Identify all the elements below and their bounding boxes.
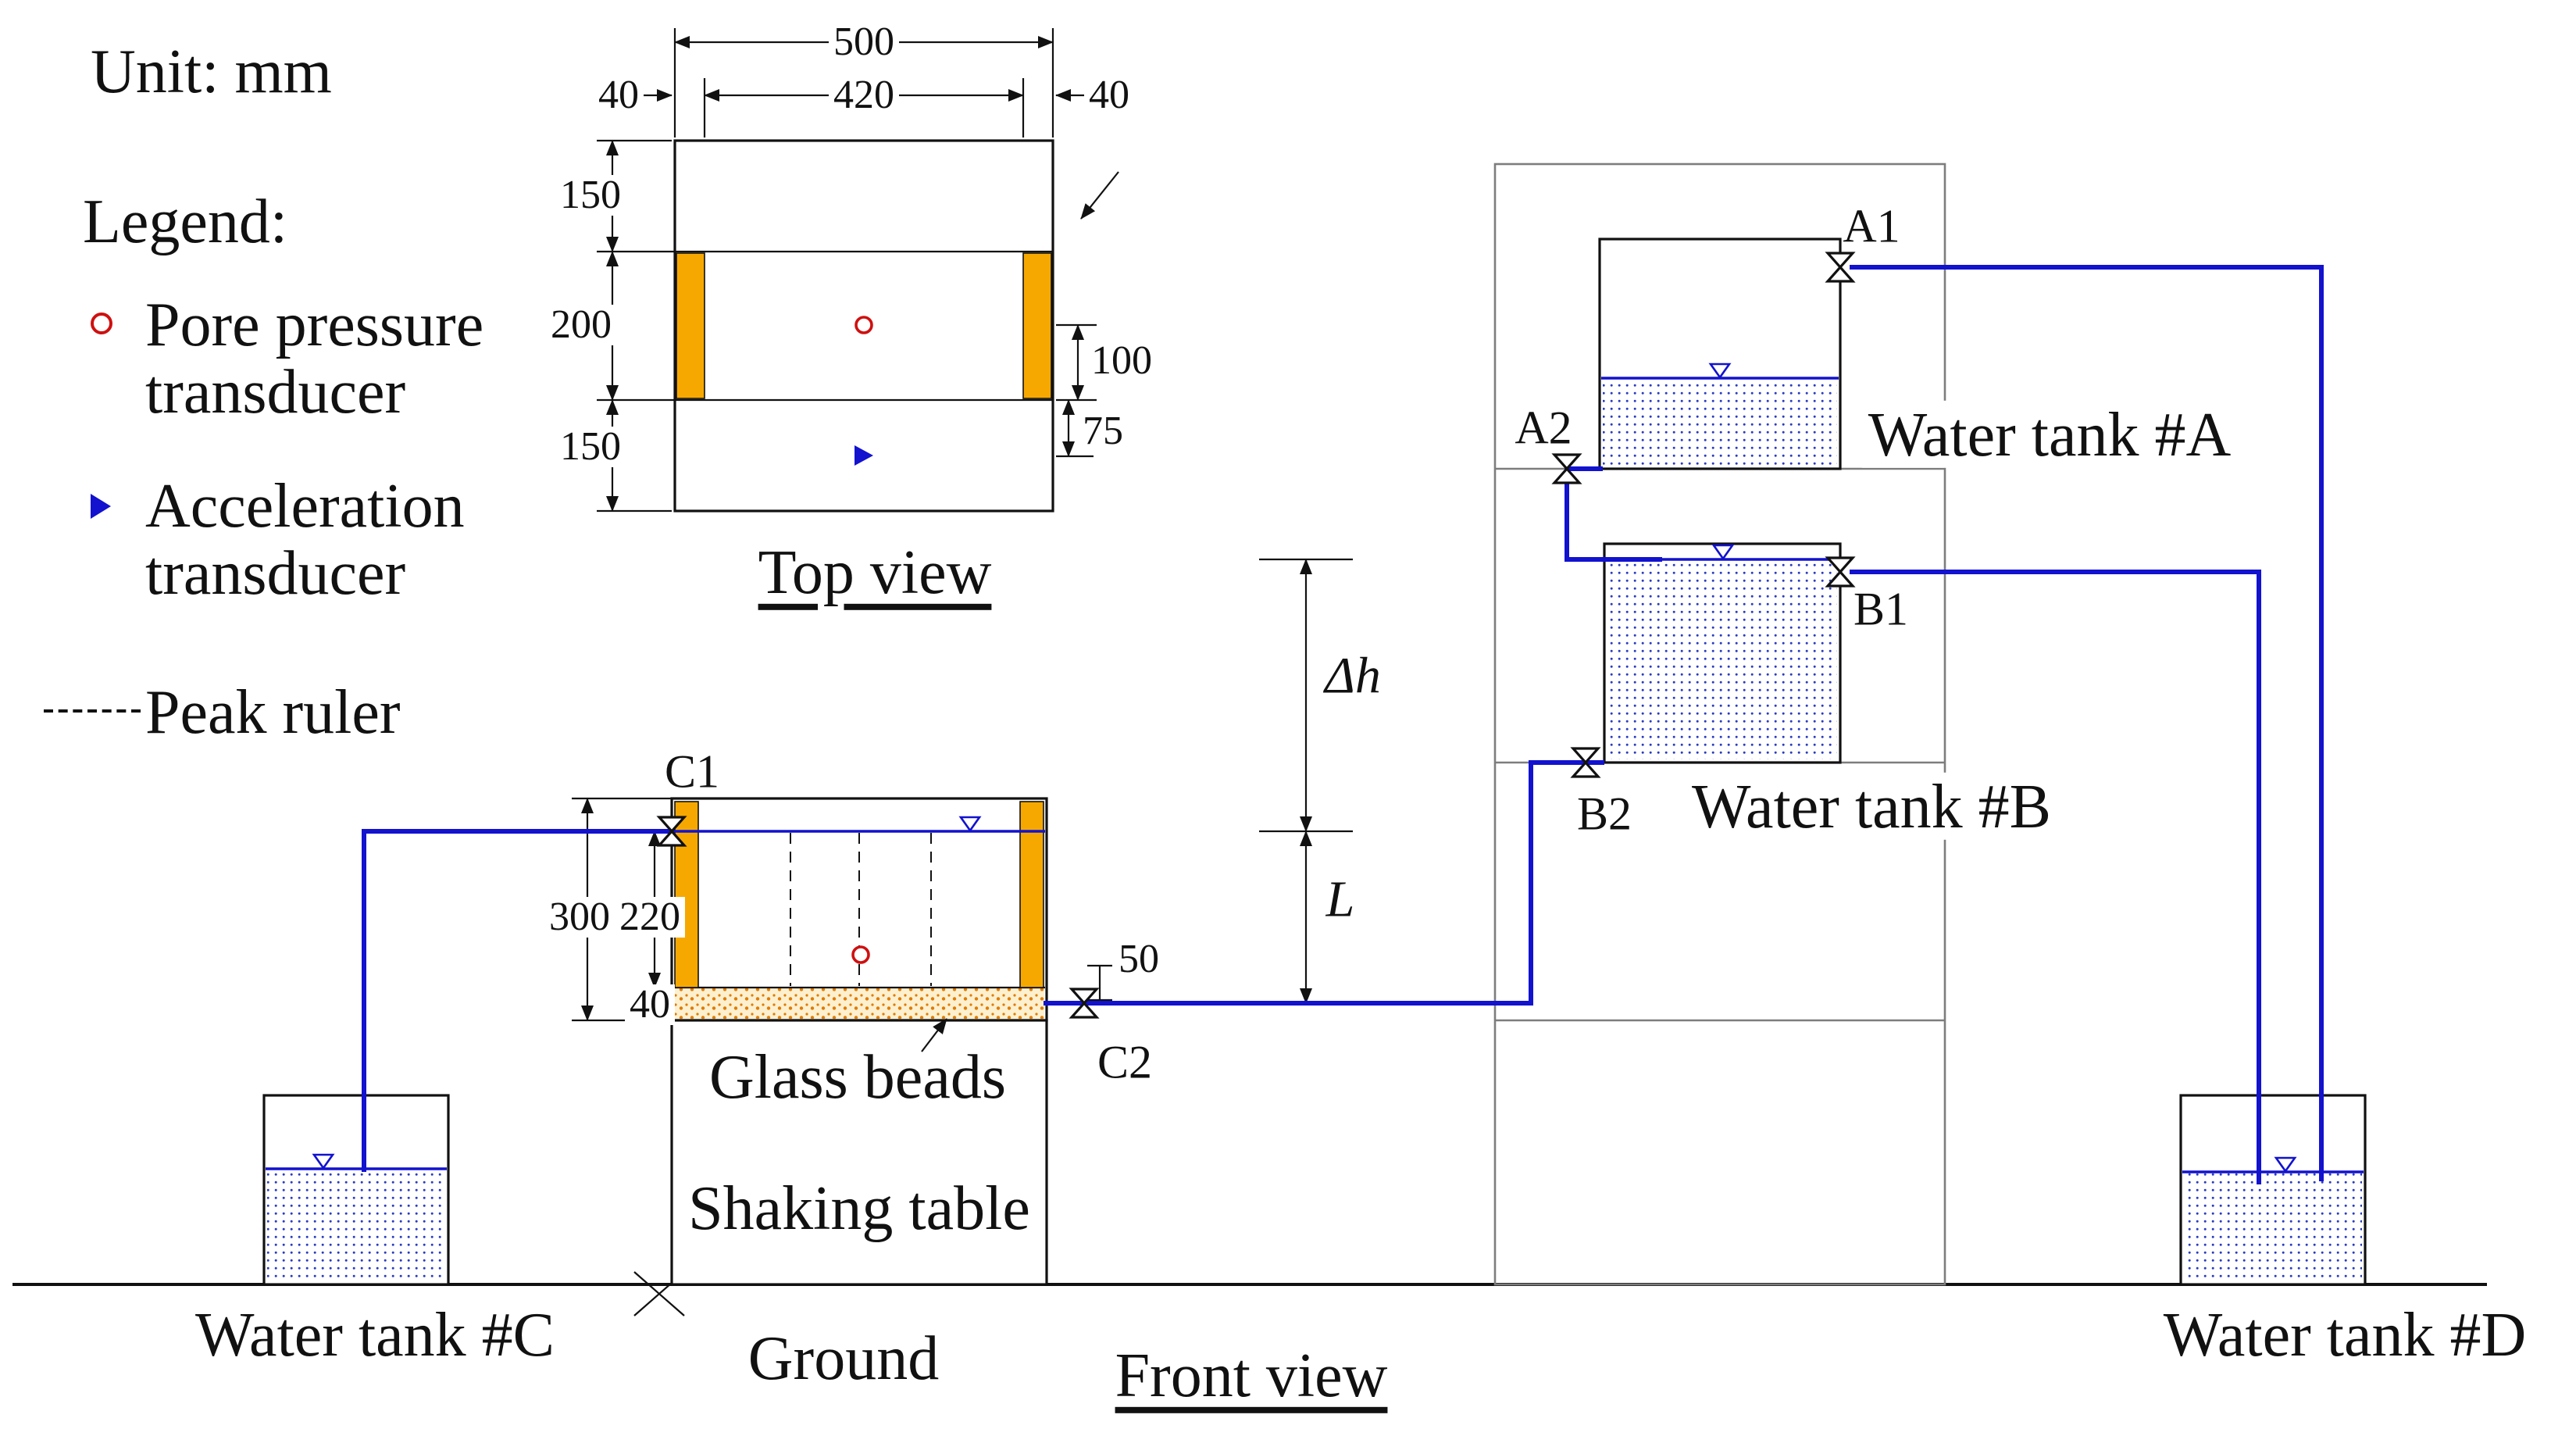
valve-a2 — [1551, 453, 1582, 484]
tank-a-label: Water tank #A — [1861, 400, 2238, 468]
dim-label-220: 220 — [615, 896, 685, 938]
pipe-a1-to-tank-d — [1850, 265, 2324, 1181]
top-view-left-wall-strip — [676, 252, 705, 399]
dim-label-50: 50 — [1114, 938, 1164, 980]
valve-label-a1: A1 — [1843, 201, 1900, 253]
dim-label-150-bottom: 150 — [555, 426, 626, 467]
shaking-table-label: Shaking table — [688, 1172, 1030, 1243]
front-view-caption: Front view — [1115, 1339, 1388, 1410]
pipe-b1-to-tank-d — [1850, 570, 2261, 1184]
soil-box-right-wall-strip — [1019, 801, 1044, 988]
legend-item-peak-ruler: Peak ruler — [145, 677, 401, 747]
pipes — [362, 265, 2324, 1184]
top-view-right-wall-strip — [1022, 252, 1052, 399]
valve-b2 — [1570, 747, 1601, 778]
valve-label-c2: C2 — [1097, 1037, 1153, 1089]
valve-label-b2: B2 — [1576, 788, 1632, 841]
tank-d-label: Water tank #D — [2163, 1298, 2527, 1370]
dim-label-100: 100 — [1086, 340, 1157, 381]
tank-b-water — [1607, 559, 1837, 759]
dim-label-500: 500 — [829, 21, 899, 63]
valve-a1 — [1825, 252, 1856, 283]
pipe-c2-to-valve-b2 — [1044, 760, 1604, 1006]
dim-label-150-top: 150 — [555, 174, 626, 216]
tank-c-label: Water tank #C — [194, 1298, 555, 1370]
dim-label-75: 75 — [1078, 410, 1128, 452]
valve-label-c1: C1 — [664, 746, 720, 798]
legend-item-pore-pressure: Pore pressure transducer — [145, 289, 484, 427]
unit-label: Unit: mm — [91, 36, 332, 106]
peak-ruler-legend-icon — [44, 709, 141, 713]
water-tank-d-drawing — [2179, 1094, 2367, 1286]
acceleration-marker-top-view — [855, 445, 873, 466]
dim-label-40-right: 40 — [1084, 74, 1134, 116]
dim-label-420: 420 — [829, 74, 899, 116]
dim-label-300: 300 — [544, 896, 615, 938]
dim-label-L: L — [1325, 872, 1355, 929]
dim-label-40-left: 40 — [594, 74, 644, 116]
dim-label-200: 200 — [546, 304, 616, 345]
water-tank-a-drawing — [1598, 238, 1842, 470]
soil-box-assembly — [670, 797, 1048, 1286]
glass-beads-layer — [674, 988, 1044, 1019]
pipe-a2-to-tank-b — [1565, 466, 1662, 562]
dim-label-40-beads: 40 — [625, 984, 675, 1025]
valve-label-b1: B1 — [1853, 584, 1909, 636]
dim-label-delta-h: Δh — [1325, 648, 1381, 705]
frame-outline — [1493, 163, 1946, 1286]
glass-beads-leader-arrow — [921, 1018, 947, 1052]
tank-d-water — [2184, 1172, 2362, 1281]
ground-label: Ground — [747, 1322, 940, 1393]
shaking-table-outline — [670, 1019, 1048, 1286]
tank-b-label: Water tank #B — [1685, 772, 2058, 840]
pore-pressure-marker-top-view — [855, 316, 873, 334]
acceleration-legend-icon — [91, 494, 111, 519]
valve-c2 — [1069, 988, 1100, 1019]
pore-pressure-legend-icon — [91, 313, 112, 334]
valves — [656, 252, 1856, 1019]
water-level-symbol-tank-a — [1708, 363, 1732, 380]
water-tank-b-drawing — [1603, 542, 1842, 764]
pore-pressure-marker-front-view — [851, 945, 870, 964]
pipe-c1-to-tank-c — [362, 829, 672, 1172]
tank-a-water — [1603, 378, 1837, 466]
view-direction-arrow — [1080, 171, 1119, 220]
valve-label-a2: A2 — [1515, 402, 1572, 455]
water-level-symbol-soil-box — [958, 816, 982, 833]
water-level-symbol-tank-d — [2274, 1156, 2297, 1173]
top-view-caption: Top view — [758, 536, 992, 607]
legend-item-acceleration: Acceleration transducer — [145, 470, 465, 609]
glass-beads-label: Glass beads — [709, 1041, 1006, 1112]
water-level-symbol-tank-c — [312, 1153, 335, 1170]
valve-c1 — [656, 816, 687, 847]
valve-b1 — [1825, 556, 1856, 588]
water-tank-c-drawing — [262, 1094, 450, 1286]
water-level-symbol-tank-b — [1711, 544, 1735, 561]
tank-c-water — [267, 1169, 445, 1281]
legend-title: Legend: — [83, 186, 288, 256]
top-view-drawing — [597, 28, 1119, 513]
